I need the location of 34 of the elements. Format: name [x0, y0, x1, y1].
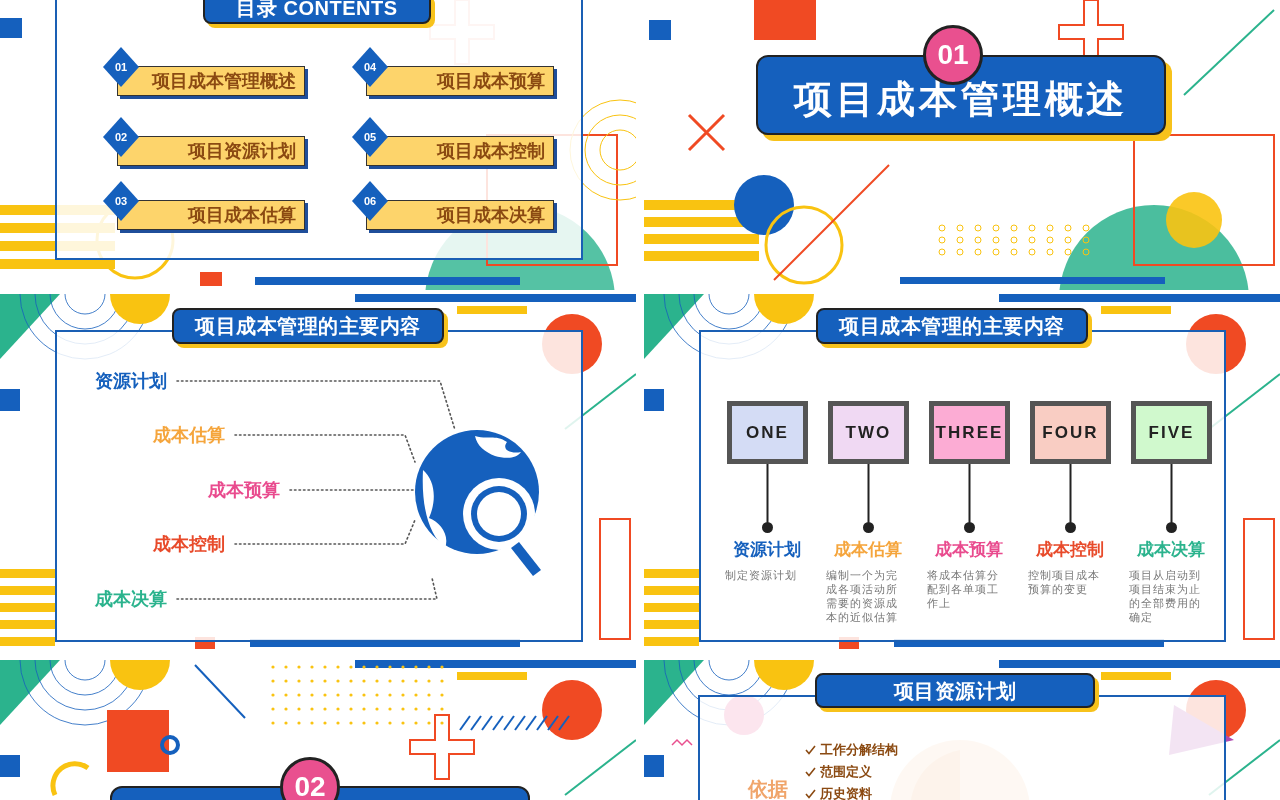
dotted-connector [234, 519, 416, 545]
step-box: TWO [828, 401, 909, 464]
step-description: 将成本估算分配到各单项工作上 [927, 568, 1001, 610]
connector-line [1170, 463, 1173, 523]
dotted-connector [176, 380, 456, 431]
topic-label: 成本控制 [153, 532, 231, 556]
step-heading: 成本预算 [934, 539, 1004, 561]
topic-label: 成本决算 [95, 587, 173, 611]
list-item: 历史资料 [820, 785, 872, 800]
connector-line [968, 463, 971, 523]
step-heading: 资源计划 [732, 539, 802, 561]
step-heading: 成本估算 [833, 539, 903, 561]
connector-line [1069, 463, 1072, 523]
step-heading: 成本决算 [1136, 539, 1206, 561]
dotted-connector [176, 577, 438, 600]
connector-line [867, 463, 870, 523]
topic-label: 资源计划 [95, 369, 173, 393]
section-label: 依据 [748, 777, 788, 800]
topic-label: 成本预算 [208, 478, 286, 502]
step-description: 项目从启动到项目结束为止的全部费用的确定 [1129, 568, 1203, 624]
list-item: 范围定义 [820, 763, 872, 781]
dotted-connector [289, 489, 416, 491]
topic-label: 成本估算 [153, 423, 231, 447]
step-description: 编制一个为完成各项活动所需要的资源成本的近似估算 [826, 568, 900, 624]
step-box: THREE [929, 401, 1010, 464]
step-description: 制定资源计划 [725, 568, 799, 582]
dotted-connector [234, 434, 416, 463]
step-box: FIVE [1131, 401, 1212, 464]
step-box: ONE [727, 401, 808, 464]
step-description: 控制项目成本预算的变更 [1028, 568, 1102, 596]
list-item: 工作分解结构 [820, 741, 898, 759]
step-box: FOUR [1030, 401, 1111, 464]
step-heading: 成本控制 [1035, 539, 1105, 561]
connector-line [766, 463, 769, 523]
